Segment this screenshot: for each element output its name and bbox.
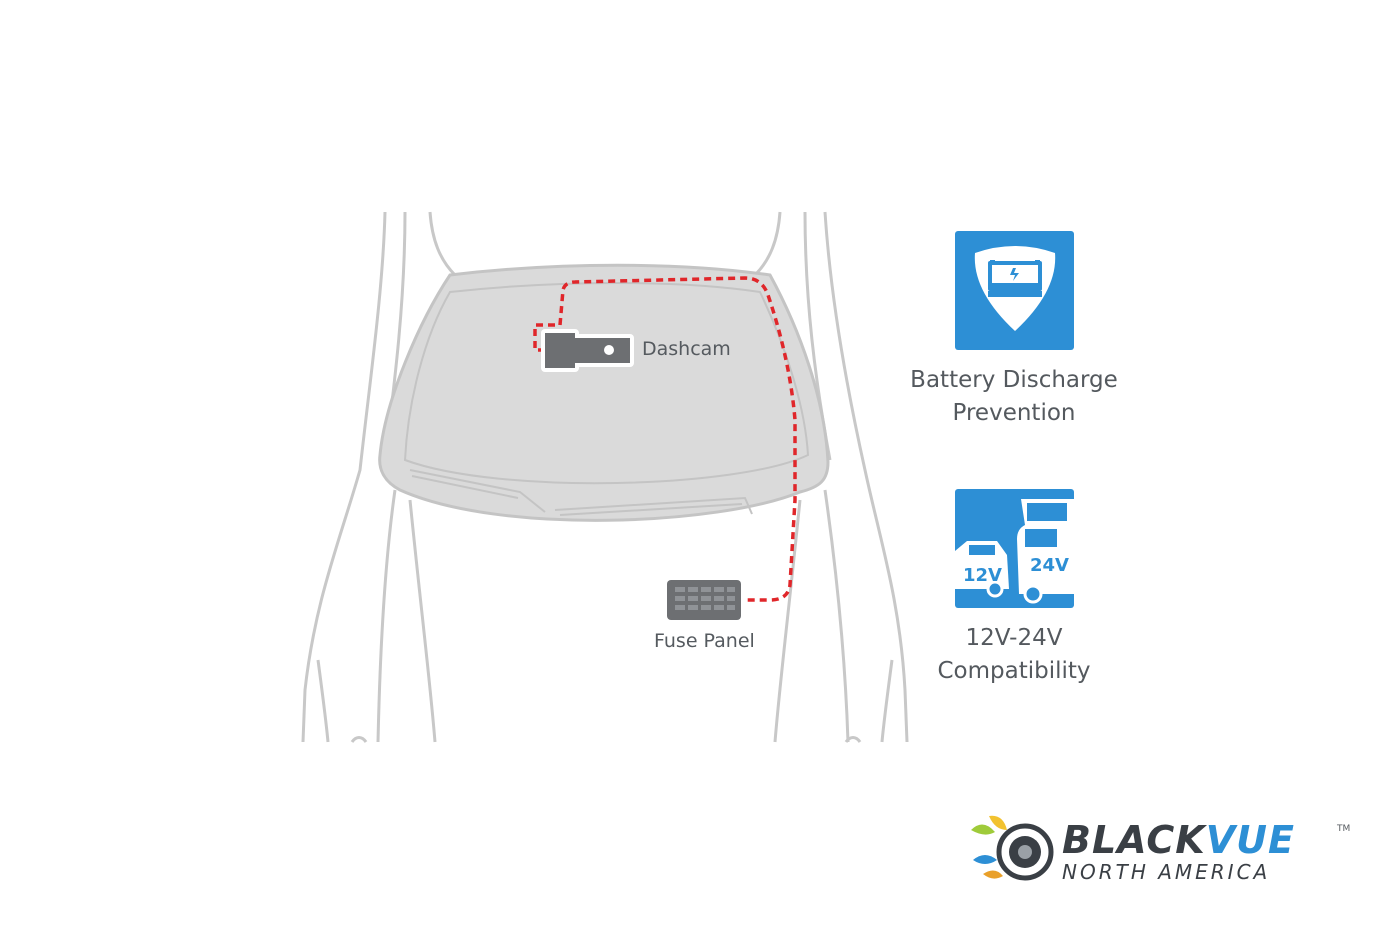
blackvue-mark-icon bbox=[971, 815, 1054, 881]
dashcam-device bbox=[541, 329, 634, 372]
power-cable-route bbox=[533, 276, 797, 602]
windshield-wipers bbox=[409, 469, 753, 516]
trademark-symbol: TM bbox=[1337, 824, 1351, 834]
voltage-compatibility-caption: 12V-24V Compatibility bbox=[864, 622, 1164, 688]
feature-caption-line: Prevention bbox=[952, 400, 1076, 426]
battery-discharge-prevention-caption: Battery Discharge Prevention bbox=[864, 364, 1164, 430]
blackvue-north-america-logo: BLACKVUE TM NORTH AMERICA bbox=[965, 810, 1355, 890]
car-voltage-label: 12V bbox=[963, 565, 1002, 586]
fuse-panel-label: Fuse Panel bbox=[654, 630, 755, 652]
feature-caption-line: Compatibility bbox=[937, 658, 1091, 684]
dashcam-lens-icon bbox=[604, 345, 614, 355]
car-truck-voltage-icon: 12V 24V bbox=[955, 489, 1074, 608]
feature-caption-line: Battery Discharge bbox=[910, 367, 1118, 393]
truck-voltage-label: 24V bbox=[1030, 555, 1069, 576]
feature-caption-line: 12V-24V bbox=[965, 625, 1063, 651]
dashcam-label: Dashcam bbox=[642, 338, 731, 360]
brand-wordmark: BLACKVUE bbox=[1062, 818, 1295, 862]
battery-shield-icon bbox=[955, 231, 1074, 350]
brand-wordmark-black: BLACK bbox=[1062, 818, 1206, 862]
windshield bbox=[378, 263, 830, 522]
brand-wordmark-blue: VUE bbox=[1205, 818, 1295, 862]
windshield-inner-edge bbox=[403, 282, 810, 485]
car-body-outline bbox=[301, 211, 909, 743]
brand-subtitle: NORTH AMERICA bbox=[1062, 860, 1271, 884]
fuse-panel-device bbox=[667, 580, 741, 620]
